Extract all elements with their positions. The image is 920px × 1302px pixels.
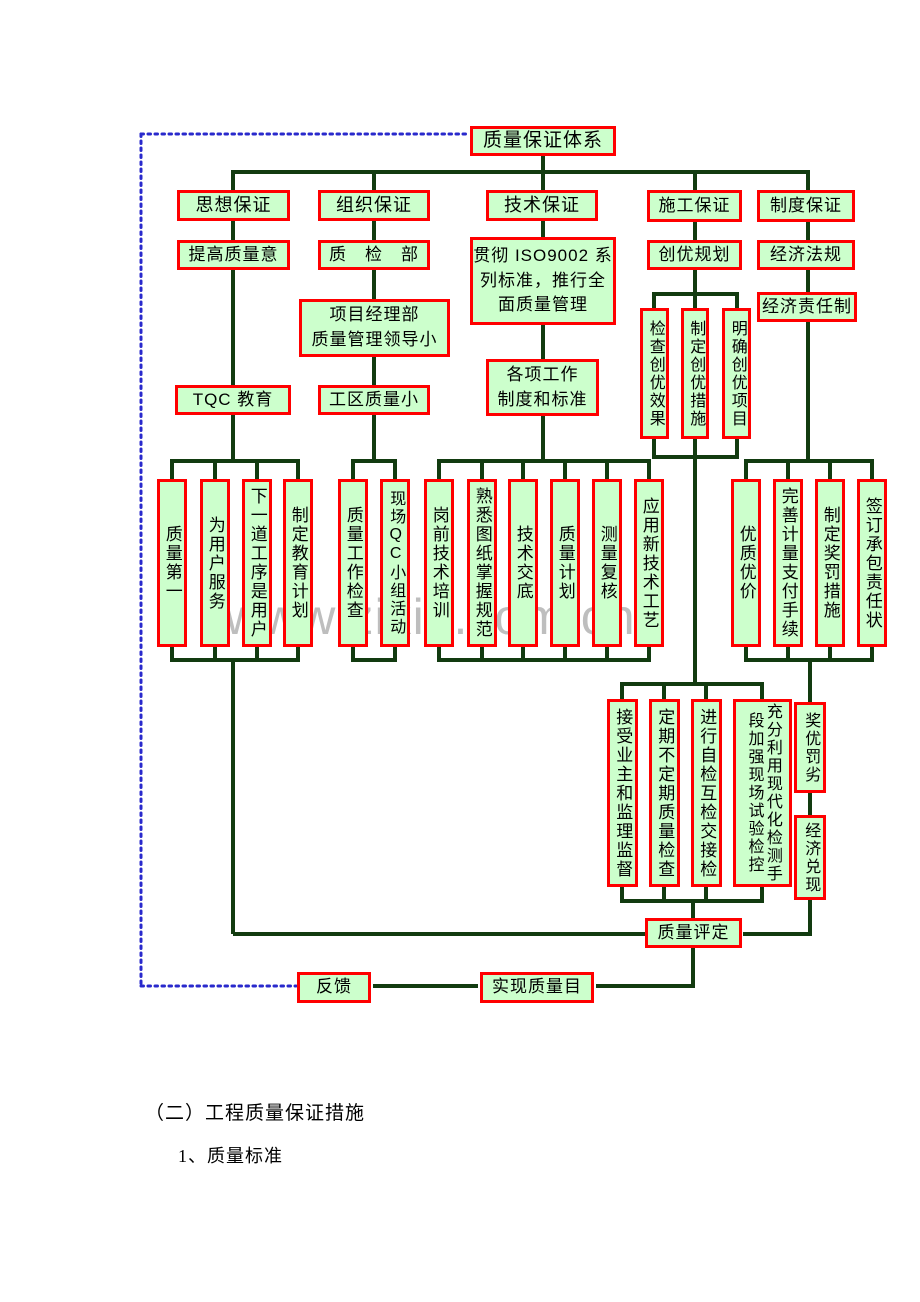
flow-node-feedback: 反馈: [297, 972, 371, 1003]
flow-node-reward-good-punish-bad: 奖优罚劣: [794, 702, 826, 793]
flow-node-organization-guarantee: 组织保证: [318, 190, 430, 221]
flow-node-self-mutual-handover-inspection: 进行自检互检交接检: [691, 699, 722, 887]
connector-line: [170, 459, 300, 481]
flow-node-clarify-excellence-projects: 明确创优项目: [722, 308, 751, 439]
flow-node-economic-cashing: 经济兑现: [794, 815, 826, 900]
flow-node-serve-users: 为用户服务: [200, 479, 230, 647]
flow-node-work-systems-standards: 各项工作 制度和标准: [486, 359, 599, 416]
flow-node-technology-guarantee: 技术保证: [486, 190, 598, 221]
connector-line: [620, 682, 764, 701]
flow-node-premium-price-for-quality: 优质优价: [731, 479, 761, 647]
flow-node-quality-first: 质量第一: [157, 479, 187, 647]
flow-node-next-process-is-user: 下一道工序是用户: [242, 479, 272, 647]
flow-node-raise-quality-awareness: 提高质量意: [177, 240, 290, 270]
flow-node-quality-assessment: 质量评定: [645, 918, 742, 948]
connector-line: [596, 946, 695, 988]
flow-node-workzone-quality-group: 工区质量小: [318, 385, 430, 415]
flow-node-master-drawings-specs: 熟悉图纸掌握规范: [467, 479, 497, 647]
flow-node-survey-recheck: 测量复核: [592, 479, 622, 647]
caption-sub-item: 1、质量标准: [178, 1146, 283, 1166]
flow-node-construction-guarantee: 施工保证: [647, 190, 742, 222]
connector-line: [437, 645, 651, 662]
connector-line: [743, 898, 812, 936]
connector-line: [744, 459, 874, 481]
flow-node-education-plan: 制定教育计划: [283, 479, 313, 647]
flow-node-system-guarantee: 制度保证: [757, 190, 855, 222]
flow-node-quality-assurance-system: 质量保证体系: [470, 126, 616, 156]
connector-line: [437, 459, 651, 481]
flow-node-check-excellence-results: 检查创优效果: [640, 308, 669, 439]
flow-node-achieve-quality-goal: 实现质量目: [480, 972, 594, 1003]
flow-node-economic-regulations: 经济法规: [757, 240, 855, 270]
flow-node-ideology-guarantee: 思想保证: [177, 190, 290, 221]
flow-node-measurement-payment-procedures: 完善计量支付手续: [773, 479, 803, 647]
flow-node-periodic-quality-inspection: 定期不定期质量检查: [649, 699, 680, 887]
flow-node-quality-plan: 质量计划: [550, 479, 580, 647]
caption-section-title: （二）工程质量保证措施: [145, 1103, 366, 1124]
flow-node-apply-new-technology: 应用新技术工艺: [634, 479, 664, 647]
flow-node-quality-inspection-dept: 质 检 部: [318, 240, 430, 270]
flow-node-modern-testing-means: 充分利用现代化检测手段加强现场试验检控: [733, 699, 792, 887]
flow-node-reward-penalty-measures: 制定奖罚措施: [815, 479, 845, 647]
flow-node-set-excellence-measures: 制定创优措施: [681, 308, 709, 439]
flow-node-excellence-planning: 创优规划: [647, 240, 742, 270]
flow-node-owner-supervisor-oversight: 接受业主和监理监督: [607, 699, 638, 887]
flow-node-economic-responsibility-system: 经济责任制: [757, 292, 857, 322]
flow-node-pre-job-technical-training: 岗前技术培训: [424, 479, 454, 647]
flow-node-technical-disclosure: 技术交底: [508, 479, 538, 647]
flow-node-implement-iso9002: 贯彻 ISO9002 系 列标准，推行全 面质量管理: [470, 237, 616, 325]
flow-node-tqc-education: TQC 教育: [175, 385, 291, 415]
connector-line: [351, 459, 397, 481]
flow-node-onsite-qc-group: 现场QC小组活动: [380, 479, 410, 647]
flow-node-project-manager-dept-leading-group: 项目经理部 质量管理领导小: [299, 299, 450, 357]
flow-node-contract-responsibility-agreement: 签订承包责任状: [857, 479, 887, 647]
flow-node-quality-work-check: 质量工作检查: [338, 479, 368, 647]
connector-line: [351, 645, 397, 662]
